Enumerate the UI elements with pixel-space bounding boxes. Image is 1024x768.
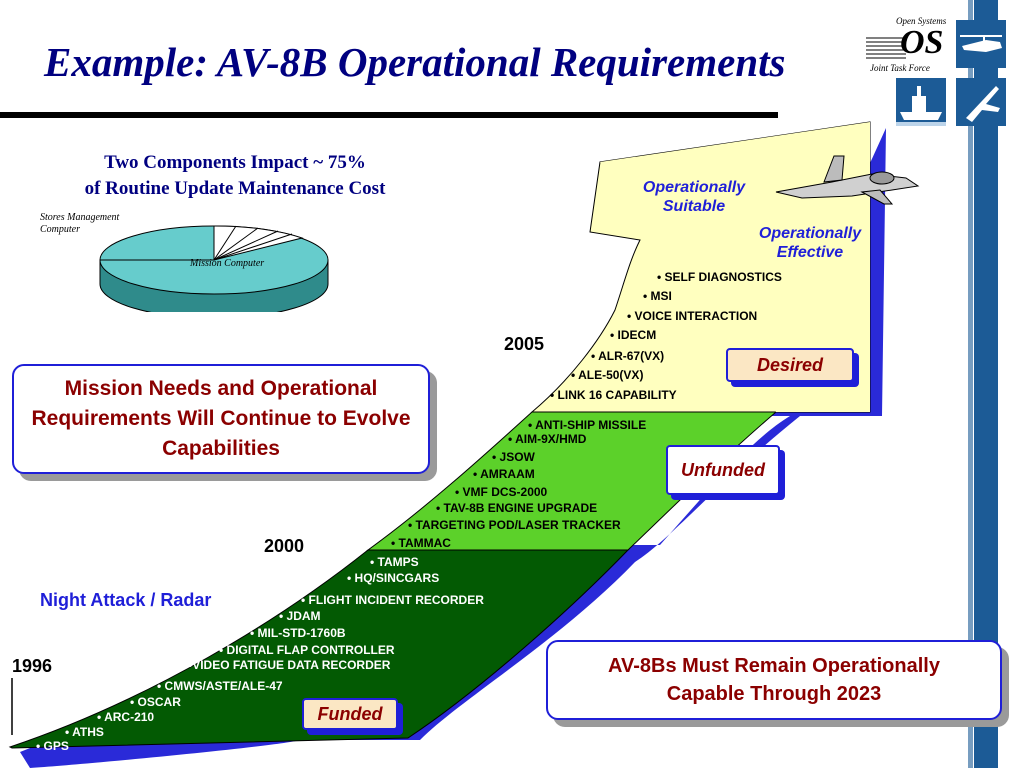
harrier-jet-icon [775,155,920,205]
unfunded-tag: Unfunded [666,445,780,495]
pie-title-line2: of Routine Update Maintenance Cost [84,178,386,199]
op-suitable-label: Operationally Suitable [642,179,746,215]
pie-label-stores: Stores Management Computer [40,212,120,235]
list-item: • HQ/SINCGARS [347,571,440,585]
desired-tag: Desired [726,348,854,382]
os-logo-lines-icon [866,37,906,59]
ship-icon [896,78,946,126]
op-effective-label: Operationally Effective [758,225,862,261]
list-item: • VMF DCS-2000 [455,485,548,499]
list-item: • MSI [643,289,672,303]
os-logo: Open Systems OS Joint Task Force [866,14,954,76]
list-item: • TAV-8B ENGINE UPGRADE [436,501,598,515]
list-item: • ALR-67(VX) [591,349,665,363]
pie-chart [99,225,329,312]
list-item: • GPS [36,739,69,753]
list-item: • AMRAAM [473,467,535,481]
list-item: • IDECM [610,328,657,342]
list-item: • TAMPS [370,555,419,569]
list-item: • TARGETING POD/LASER TRACKER [408,518,621,532]
list-item: • VOICE INTERACTION [627,309,758,323]
pie-title-line1: Two Components Impact ~ 75% [104,152,366,173]
jet-tile [956,78,1006,126]
list-item: • ALE-50(VX) [571,368,644,382]
list-item: • CMWS/ASTE/ALE-47 [157,679,283,693]
year-1996: 1996 [12,656,53,676]
list-item: • ARC-210 [97,710,155,724]
list-item: • ATHS [65,725,104,739]
year-2005: 2005 [504,334,545,354]
os-logo-bottom: Joint Task Force [870,63,930,73]
pie-label-mission: Mission Computer [190,258,265,269]
list-item: • SELF DIAGNOSTICS [657,270,782,284]
list-item: • TAMMAC [391,536,451,550]
night-attack-label: Night Attack / Radar [40,590,212,610]
operational-capability-box: AV-8Bs Must Remain Operationally Capable… [546,640,1002,720]
os-logo-mark: OS [900,24,944,61]
list-item: • DIGITAL FLAP CONTROLLER [219,643,395,657]
helicopter-icon [956,20,1006,68]
list-item: • ANTI-SHIP MISSILE [528,418,647,432]
pie-title: Two Components Impact ~ 75% of Routine U… [40,150,430,202]
title-underline [0,112,778,118]
list-item: • OSCAR [130,695,181,709]
page-title: Example: AV-8B Operational Requirements [44,39,786,85]
list-item: • MIL-STD-1760B [250,626,346,640]
list-item: •VIDEO FATIGUE DATA RECORDER [188,658,391,672]
helicopter-tile [956,20,1006,68]
fighter-jet-icon [956,78,1006,126]
list-item: • FLIGHT INCIDENT RECORDER [301,593,484,607]
list-item: • LINK 16 CAPABILITY [550,388,677,402]
ship-tile [896,78,946,126]
year-2000: 2000 [264,536,305,556]
os-logo-top: Open Systems [896,16,947,26]
mission-needs-box: Mission Needs and Operational Requiremen… [12,364,430,474]
funded-tag: Funded [302,698,398,730]
side-stripe [968,0,973,768]
list-item: • JSOW [492,450,535,464]
list-item: • JDAM [279,609,321,623]
list-item: • AIM-9X/HMD [508,432,587,446]
